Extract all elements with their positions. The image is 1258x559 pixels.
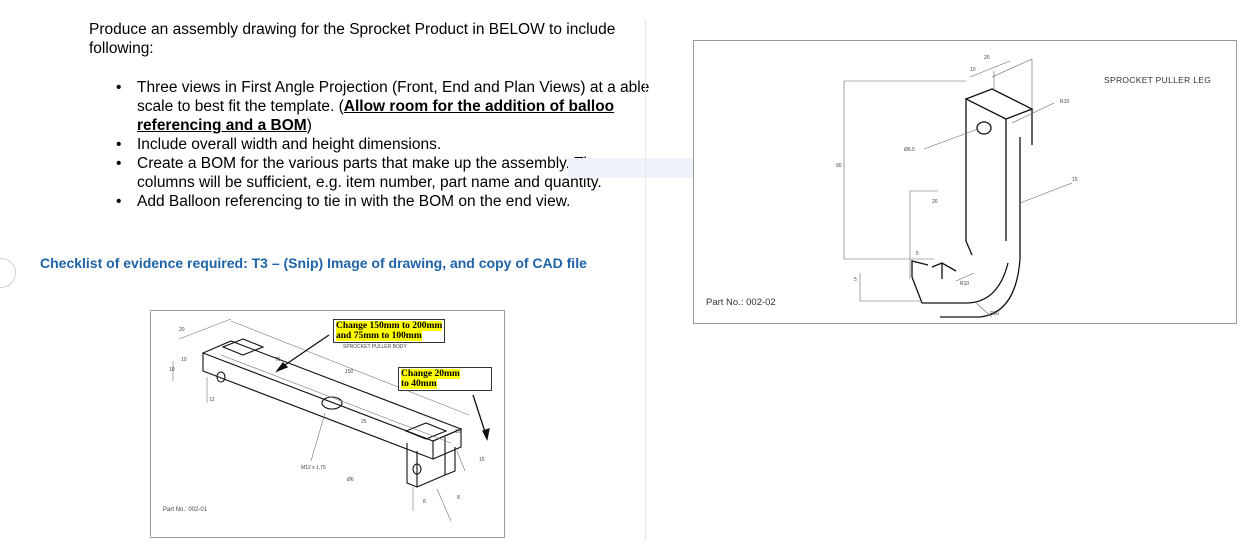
dim-label: 15 xyxy=(1072,177,1078,183)
dim-label: 20 xyxy=(984,55,990,61)
list-item: •Add Balloon referencing to tie in with … xyxy=(116,193,571,210)
list-item: •Three views in First Angle Projection (… xyxy=(116,79,650,96)
page-divider xyxy=(645,20,646,540)
dim-label: R10 xyxy=(1060,99,1070,105)
body-isometric-drawing xyxy=(172,318,490,522)
dim-label: 20 xyxy=(932,199,938,205)
dim-label: 10 xyxy=(970,67,976,73)
dim-label: 10 xyxy=(455,429,461,435)
leg-drawing-title: SPROCKET PULLER LEG xyxy=(1104,75,1212,85)
dim-label: Ø6.5 xyxy=(904,147,915,153)
bullet-icon: • xyxy=(116,136,122,153)
body-drawing-title: SPROCKET PULLER BODY xyxy=(343,344,407,350)
dim-label: 15 xyxy=(479,457,485,463)
dim-label: 20 xyxy=(179,327,185,333)
dim-label: 10 xyxy=(169,367,175,373)
dim-label: 150 xyxy=(345,369,354,375)
list-item: •Create a BOM for the various parts that… xyxy=(116,155,615,191)
dim-label: R30 xyxy=(990,311,1000,317)
dim-label: 8 xyxy=(423,499,426,505)
dim-label: M12 x 1.75 xyxy=(301,465,326,471)
checklist-heading: Checklist of evidence required: T3 – (Sn… xyxy=(40,255,587,271)
body-part-number: Part No.: 002-01 xyxy=(163,507,208,513)
list-item: •Include overall width and height dimens… xyxy=(116,136,442,153)
dim-label: 90 xyxy=(836,163,842,169)
dim-label: 75 xyxy=(275,357,281,363)
leg-part-number: Part No.: 002-02 xyxy=(706,297,776,308)
instructions-intro: Produce an assembly drawing for the Spro… xyxy=(89,21,616,57)
list-item: scale to best fit the template. (Allow r… xyxy=(137,98,615,134)
dim-label: 12 xyxy=(209,397,215,403)
dim-label: Ø6 xyxy=(347,477,354,483)
emphasis-text: Allow room for the addition of balloo re… xyxy=(137,98,615,134)
dim-label: 5 xyxy=(916,251,919,257)
dim-label: 8 xyxy=(457,495,460,501)
leg-drawing: SPROCKET PULLER LEG 20 10 R10 Ø6.5 90 20… xyxy=(693,40,1237,324)
instructions-list: •Three views in First Angle Projection (… xyxy=(112,78,652,211)
dim-label: 10 xyxy=(181,357,187,363)
dim-label: 5 xyxy=(854,277,857,283)
dim-label: R10 xyxy=(960,281,970,287)
leg-isometric-drawing xyxy=(843,58,1073,318)
dim-label: 25 xyxy=(361,419,367,425)
bullet-icon: • xyxy=(116,79,122,96)
bullet-icon: • xyxy=(116,155,122,172)
bullet-icon: • xyxy=(116,193,122,210)
slide-edge-marker xyxy=(0,258,16,288)
